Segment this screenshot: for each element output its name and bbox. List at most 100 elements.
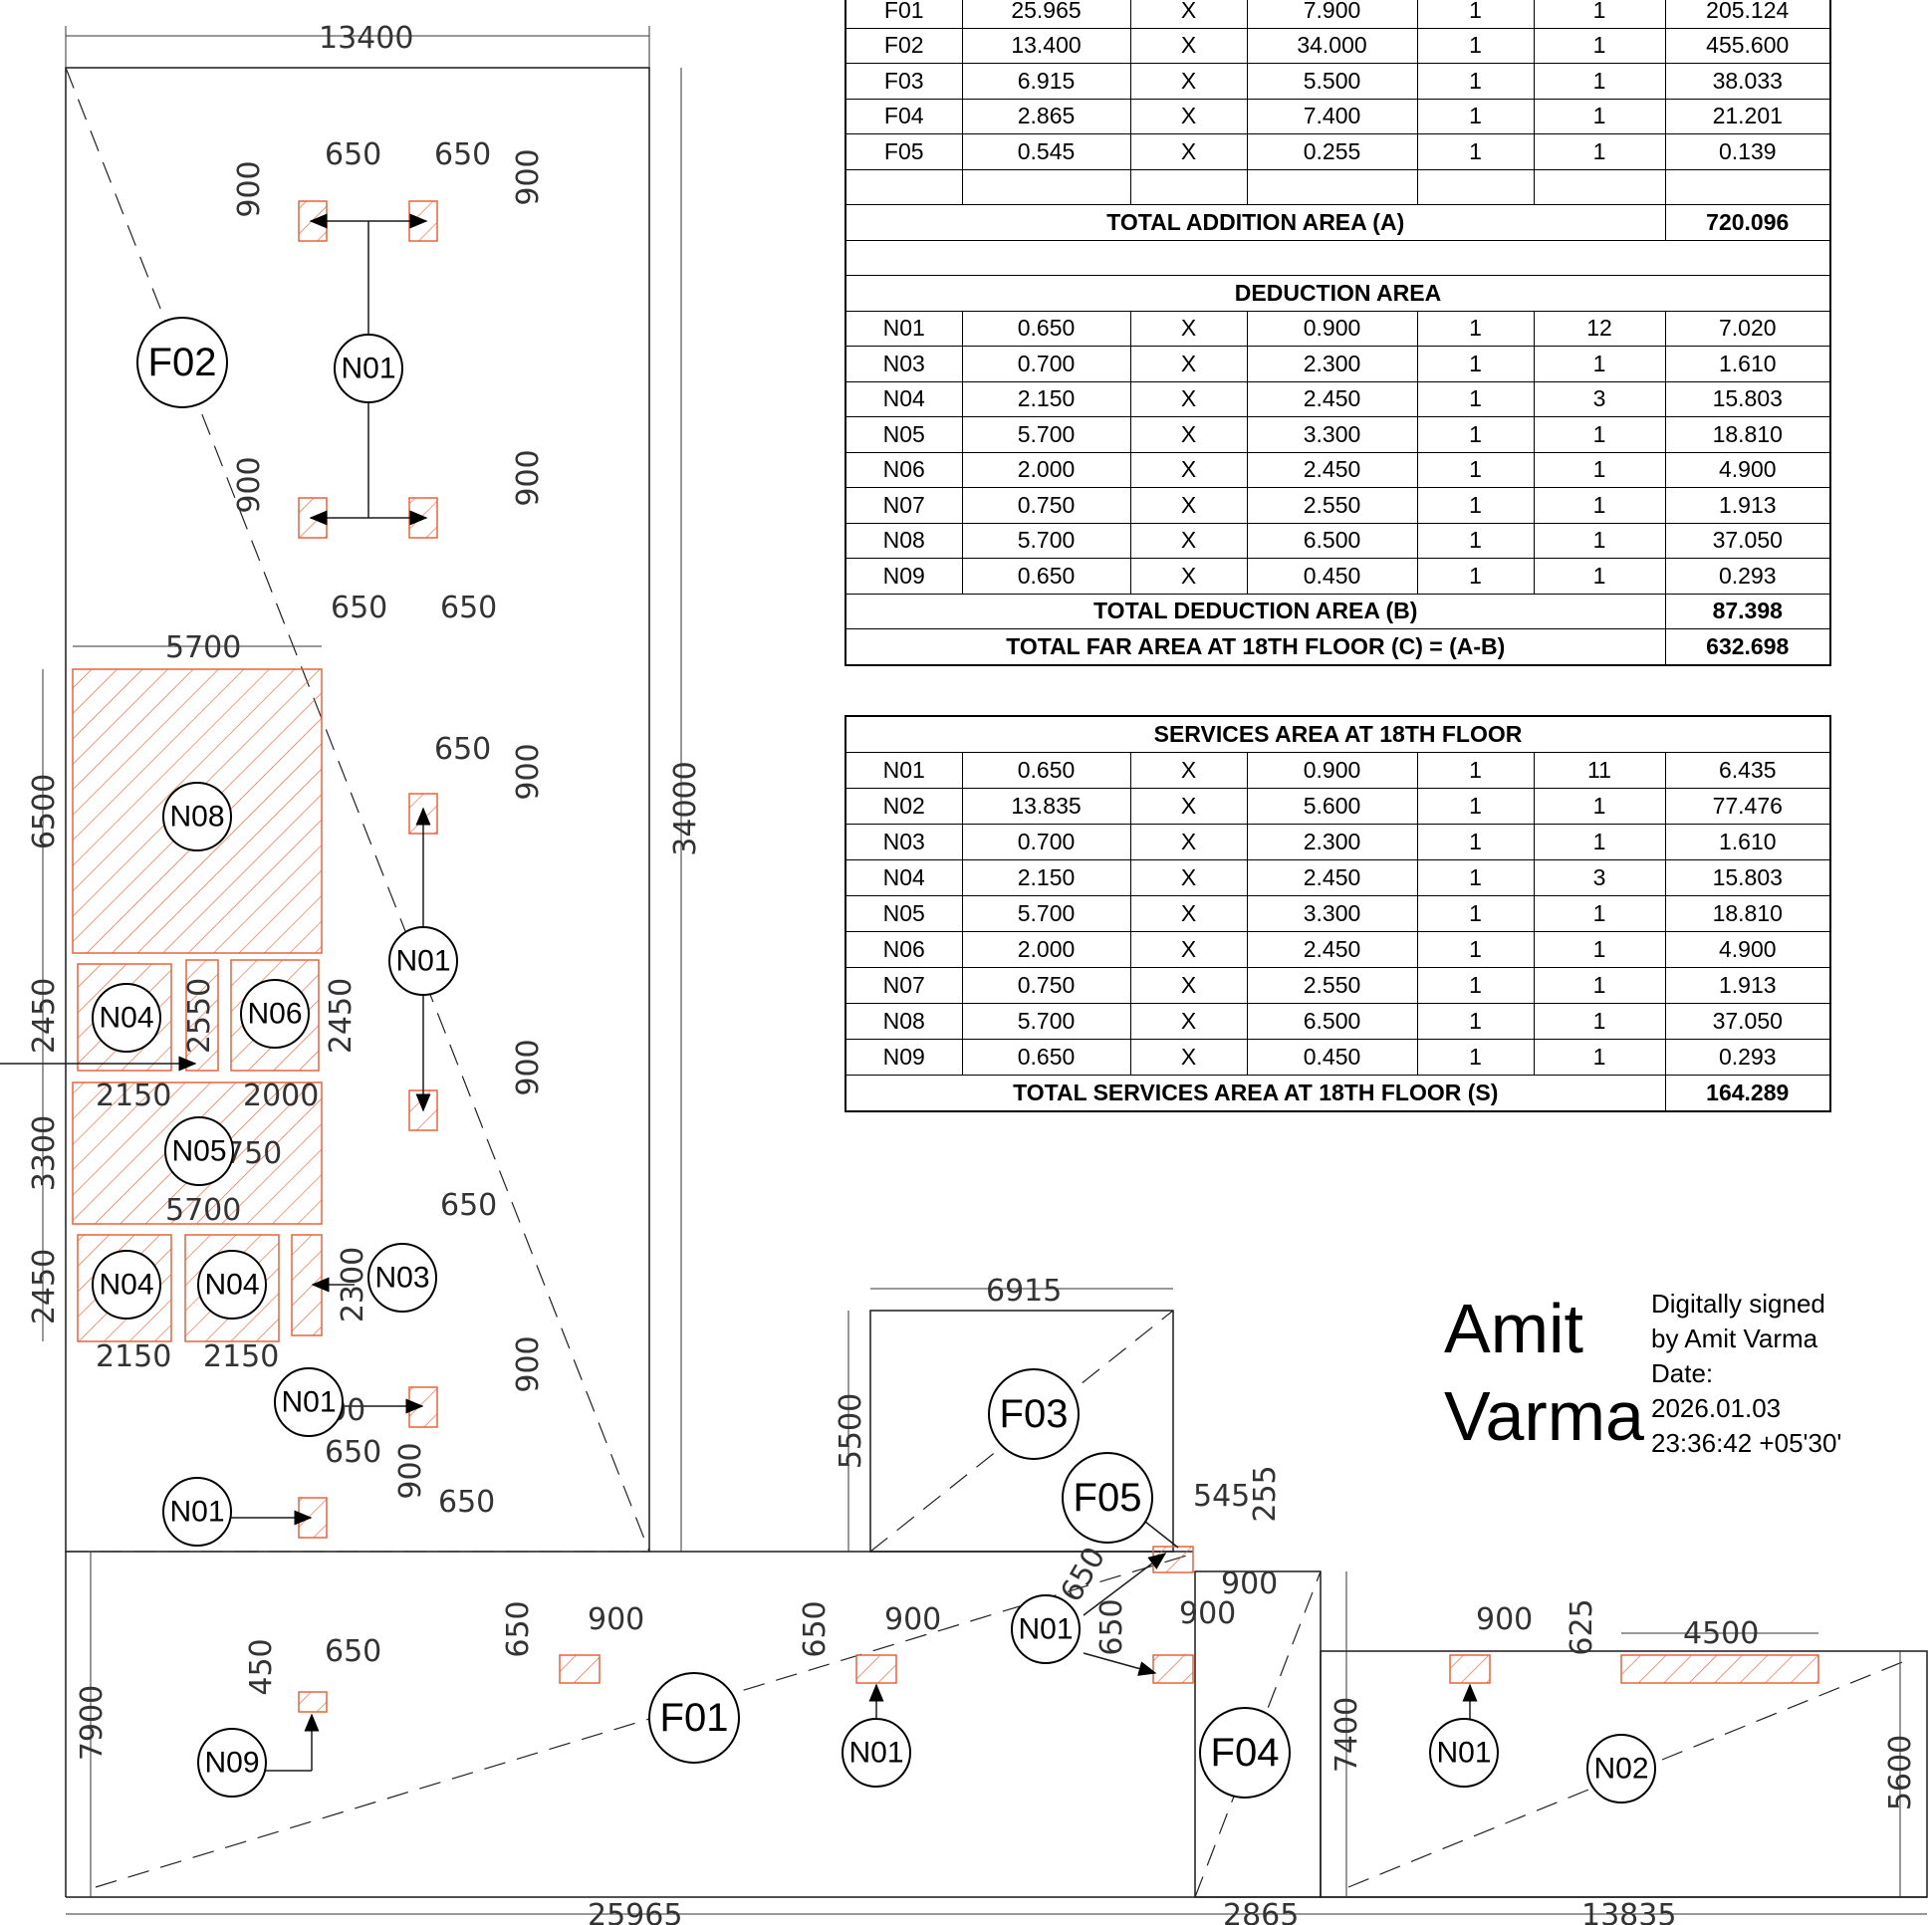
services-header-row: SERVICES AREA AT 18TH FLOOR (845, 715, 1831, 753)
dim-650-i: 650 (325, 1634, 381, 1669)
dim-25965: 25965 (588, 1898, 682, 1925)
table-cell: 205.124 (1664, 0, 1831, 29)
table-cell: 1 (1416, 487, 1535, 524)
svg-text:N01: N01 (395, 945, 450, 978)
svg-text:N06: N06 (247, 998, 302, 1031)
table-cell: 1 (1416, 346, 1535, 382)
dim-900-b: 900 (511, 148, 546, 205)
table-cell: 0.900 (1246, 752, 1418, 789)
signature-line-1: Digitally signed (1651, 1289, 1825, 1319)
table-cell: N09 (845, 1039, 963, 1076)
table-cell: 7.020 (1664, 310, 1831, 347)
dim-5600: 5600 (1883, 1735, 1918, 1810)
table-cell: 1 (1416, 824, 1535, 860)
dim-900-m: 900 (1476, 1602, 1533, 1637)
table-cell: 1 (1416, 416, 1535, 453)
table-cell: N04 (845, 380, 963, 417)
dim-2865: 2865 (1223, 1898, 1299, 1925)
table-cell: N02 (845, 788, 963, 825)
table-cell: N08 (845, 522, 963, 559)
spacer-row (845, 239, 1831, 276)
table-cell: 7.900 (1246, 0, 1418, 29)
table-cell: 2.150 (961, 859, 1131, 896)
table-cell (1664, 168, 1831, 205)
table-cell: X (1129, 1039, 1248, 1076)
svg-text:F05: F05 (1074, 1476, 1142, 1520)
dim-650-j: 650 (501, 1600, 536, 1657)
tag-f04: F04 (1199, 1707, 1291, 1799)
table-cell: 38.033 (1664, 63, 1831, 100)
tag-n01-mid: N01 (388, 926, 458, 996)
table-cell: 1 (1533, 1003, 1666, 1040)
table-cell: 77.476 (1664, 788, 1831, 825)
table-cell: 1 (1416, 931, 1535, 968)
total-addition-row: TOTAL ADDITION AREA (A)720.096 (845, 204, 1831, 241)
svg-text:N01: N01 (169, 1496, 224, 1529)
tag-n03: N03 (367, 1243, 437, 1313)
table-cell: 1 (1416, 522, 1535, 559)
total-deduction-row: TOTAL DEDUCTION AREA (B)87.398 (845, 593, 1831, 629)
deduction-header-row: DEDUCTION AREA (845, 275, 1831, 312)
table-cell: 18.810 (1664, 895, 1831, 932)
table-cell: 0.255 (1246, 133, 1418, 170)
table-cell: 5.700 (961, 895, 1131, 932)
table-cell: 0.900 (1246, 310, 1418, 347)
table-cell (1416, 168, 1535, 205)
table-cell: 1 (1533, 522, 1666, 559)
dim-2450-b: 2450 (324, 978, 359, 1054)
table-cell: 3.300 (1246, 416, 1418, 453)
signature-line-3: Date: (1651, 1358, 1714, 1388)
table-cell: 1 (1416, 63, 1535, 100)
table-cell: 2.550 (1246, 967, 1418, 1004)
table-cell: X (1129, 487, 1248, 524)
table-cell: 1 (1416, 451, 1535, 488)
table-cell: 2.865 (961, 98, 1131, 134)
dimension-lines (42, 26, 1927, 1915)
table-cell: 12 (1533, 310, 1666, 347)
table-cell: X (1129, 967, 1248, 1004)
table-cell: 5.700 (961, 522, 1131, 559)
table-cell: X (1129, 27, 1248, 64)
table-cell: 3.300 (1246, 895, 1418, 932)
table-cell: N01 (845, 310, 963, 347)
table-cell: 0.700 (961, 824, 1131, 860)
table-cell: 1.913 (1664, 967, 1831, 1004)
table-cell: 0.650 (961, 752, 1131, 789)
table-cell: N06 (845, 931, 963, 968)
table-cell: 1 (1533, 1039, 1666, 1076)
dim-34000: 34000 (668, 761, 703, 855)
dim-650-h: 650 (438, 1485, 495, 1520)
zone-n07 (185, 959, 219, 1072)
table-cell: X (1129, 380, 1248, 417)
table-cell: N05 (845, 416, 963, 453)
table-cell: N03 (845, 824, 963, 860)
table-cell: 0.293 (1664, 1039, 1831, 1076)
f03-diagonal (869, 1310, 1174, 1553)
table-cell (845, 168, 963, 205)
dim-900-g: 900 (511, 1335, 546, 1392)
table-cell: 455.600 (1664, 27, 1831, 64)
table-cell: 13.400 (961, 27, 1131, 64)
table-cell: F05 (845, 133, 963, 170)
room-n02-outline (1320, 1650, 1928, 1898)
dim-7900: 7900 (75, 1685, 110, 1761)
table-cell: N06 (845, 451, 963, 488)
dim-900-i: 900 (588, 1602, 644, 1637)
dim-900-f: 900 (511, 1039, 546, 1095)
svg-text:N01: N01 (1018, 1613, 1073, 1646)
table-cell (961, 168, 1131, 205)
dim-650-f: 650 (440, 1188, 497, 1223)
dim-650-k: 650 (798, 1600, 833, 1657)
table-cell: 6.500 (1246, 1003, 1418, 1040)
zone-n03 (291, 1234, 323, 1336)
dim-900-j: 900 (884, 1602, 941, 1637)
table-cell: 3 (1533, 859, 1666, 896)
table-cell: 1 (1416, 1003, 1535, 1040)
table-cell: 5.500 (1246, 63, 1418, 100)
